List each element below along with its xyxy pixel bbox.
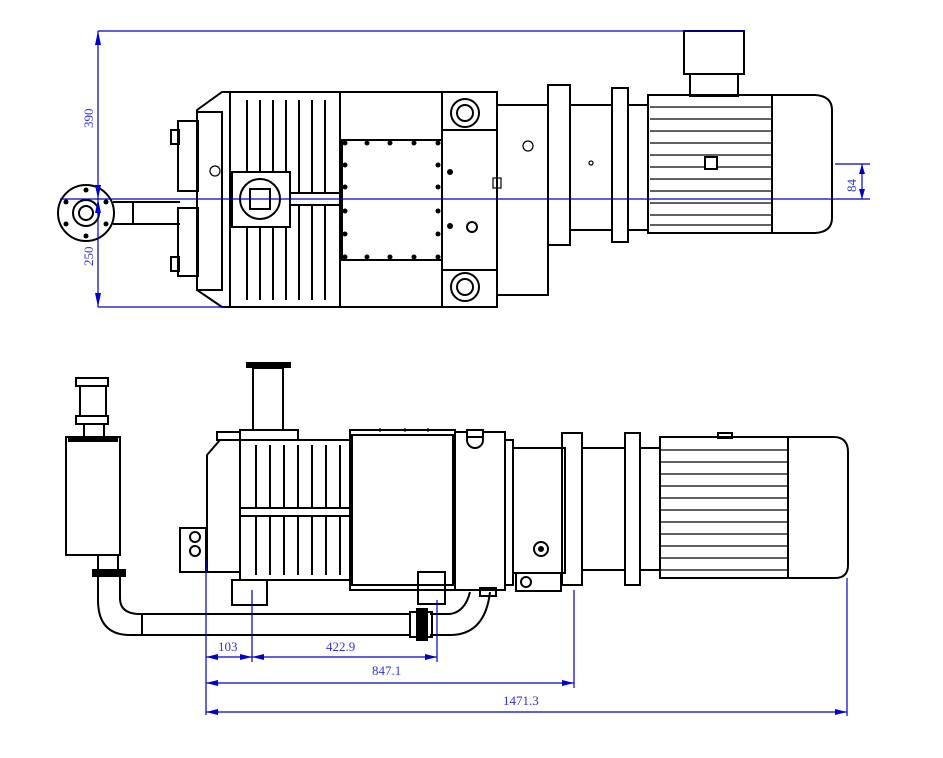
inlet-flange	[57, 184, 180, 242]
side-view	[65, 362, 849, 641]
dim-1471-3: 1471.3	[503, 693, 539, 708]
side-view-dimensions: 103 422.9 847.1 1471.3	[205, 560, 848, 716]
exhaust-filter	[65, 377, 126, 577]
motor-ribs-side	[660, 449, 788, 571]
dim-847-1: 847.1	[372, 663, 401, 678]
motor-ribs-top	[650, 106, 772, 226]
dim-103: 103	[218, 639, 238, 654]
cover-bolts	[342, 140, 453, 260]
top-view	[57, 30, 833, 308]
dim-250: 250	[81, 247, 96, 267]
dim-422-9: 422.9	[326, 639, 355, 654]
top-view-dimensions: 390 250 84	[60, 30, 870, 308]
dim-390: 390	[81, 109, 96, 129]
dim-84: 84	[844, 179, 859, 193]
